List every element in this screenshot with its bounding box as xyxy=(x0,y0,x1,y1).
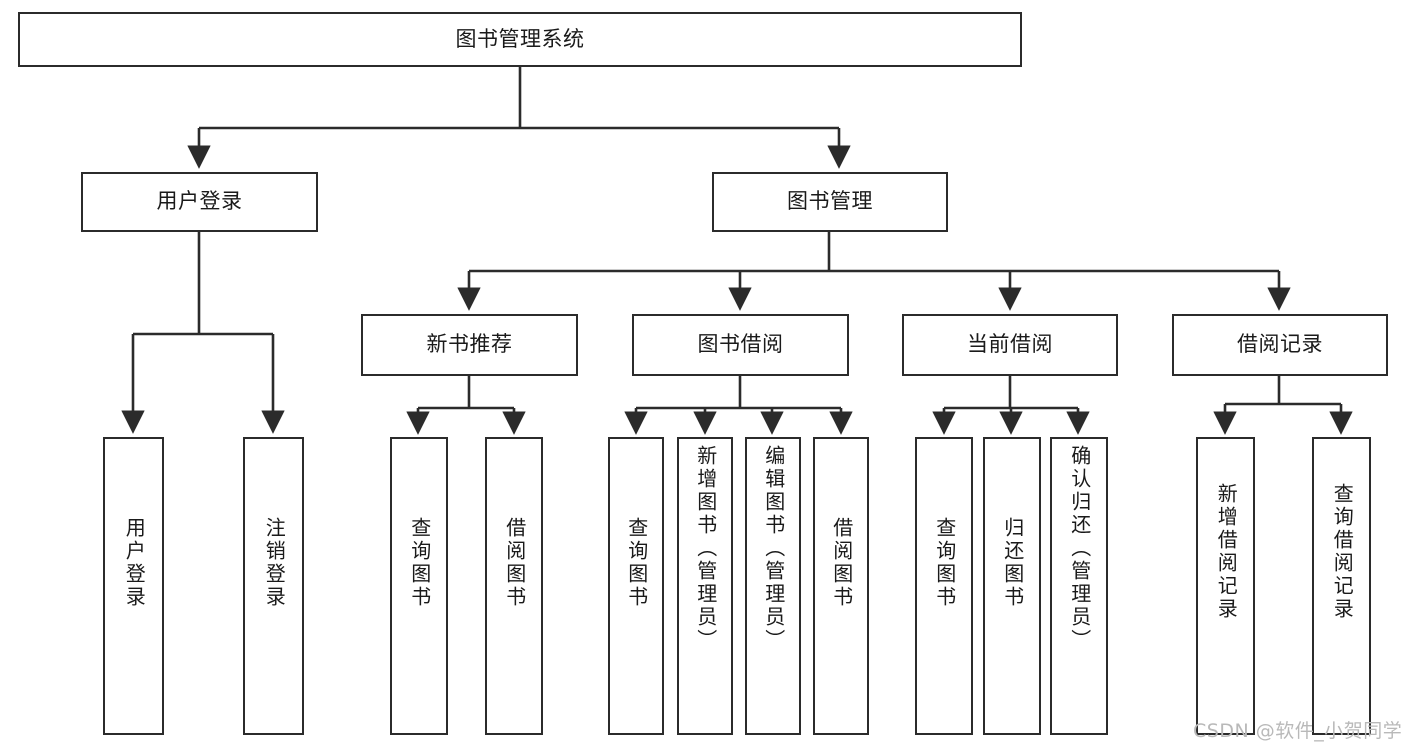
node-leaf-user-login[interactable]: 用户登录 xyxy=(103,437,164,735)
node-leaf-query-book-1-label: 查询图书 xyxy=(407,517,432,609)
node-leaf-edit-book[interactable]: 编辑图书（管理员） xyxy=(745,437,801,735)
node-book-management[interactable]: 图书管理 xyxy=(712,172,948,232)
node-new-book-recommend-label: 新书推荐 xyxy=(426,332,513,357)
node-leaf-return-book[interactable]: 归还图书 xyxy=(983,437,1041,735)
node-current-borrow[interactable]: 当前借阅 xyxy=(902,314,1118,376)
node-current-borrow-label: 当前借阅 xyxy=(967,332,1053,357)
node-user-login[interactable]: 用户登录 xyxy=(81,172,318,232)
node-root[interactable]: 图书管理系统 xyxy=(18,12,1022,67)
node-leaf-borrow-book-1[interactable]: 借阅图书 xyxy=(485,437,543,735)
node-borrow-record[interactable]: 借阅记录 xyxy=(1172,314,1388,376)
node-borrow-record-label: 借阅记录 xyxy=(1237,332,1323,357)
node-leaf-confirm-return-label: 确认归还（管理员） xyxy=(1067,445,1092,652)
node-leaf-query-book-3[interactable]: 查询图书 xyxy=(915,437,973,735)
node-leaf-add-book-label: 新增图书（管理员） xyxy=(693,445,718,652)
node-leaf-query-book-1[interactable]: 查询图书 xyxy=(390,437,448,735)
node-leaf-user-login-label: 用户登录 xyxy=(122,517,147,609)
node-leaf-query-book-3-label: 查询图书 xyxy=(932,517,957,609)
node-leaf-borrow-book-1-label: 借阅图书 xyxy=(502,517,527,609)
node-new-book-recommend[interactable]: 新书推荐 xyxy=(361,314,578,376)
node-leaf-query-book-2[interactable]: 查询图书 xyxy=(608,437,664,735)
node-leaf-logout-login[interactable]: 注销登录 xyxy=(243,437,304,735)
node-leaf-add-book[interactable]: 新增图书（管理员） xyxy=(677,437,733,735)
node-leaf-query-record[interactable]: 查询借阅记录 xyxy=(1312,437,1371,735)
node-leaf-add-record[interactable]: 新增借阅记录 xyxy=(1196,437,1255,735)
node-root-label: 图书管理系统 xyxy=(455,26,585,51)
node-book-management-label: 图书管理 xyxy=(787,189,873,214)
node-user-login-label: 用户登录 xyxy=(156,189,243,214)
node-book-borrow-label: 图书借阅 xyxy=(697,332,784,357)
node-leaf-confirm-return[interactable]: 确认归还（管理员） xyxy=(1050,437,1108,735)
node-leaf-borrow-book-2-label: 借阅图书 xyxy=(829,517,854,609)
node-leaf-return-book-label: 归还图书 xyxy=(1000,517,1025,609)
node-book-borrow[interactable]: 图书借阅 xyxy=(632,314,849,376)
node-leaf-query-record-label: 查询借阅记录 xyxy=(1330,483,1355,621)
csdn-watermark: CSDN @软件_小贺同学 xyxy=(1193,720,1403,742)
node-leaf-add-record-label: 新增借阅记录 xyxy=(1214,483,1239,621)
node-leaf-query-book-2-label: 查询图书 xyxy=(624,517,649,609)
node-leaf-logout-login-label: 注销登录 xyxy=(262,517,287,609)
node-leaf-borrow-book-2[interactable]: 借阅图书 xyxy=(813,437,869,735)
node-leaf-edit-book-label: 编辑图书（管理员） xyxy=(761,445,786,652)
